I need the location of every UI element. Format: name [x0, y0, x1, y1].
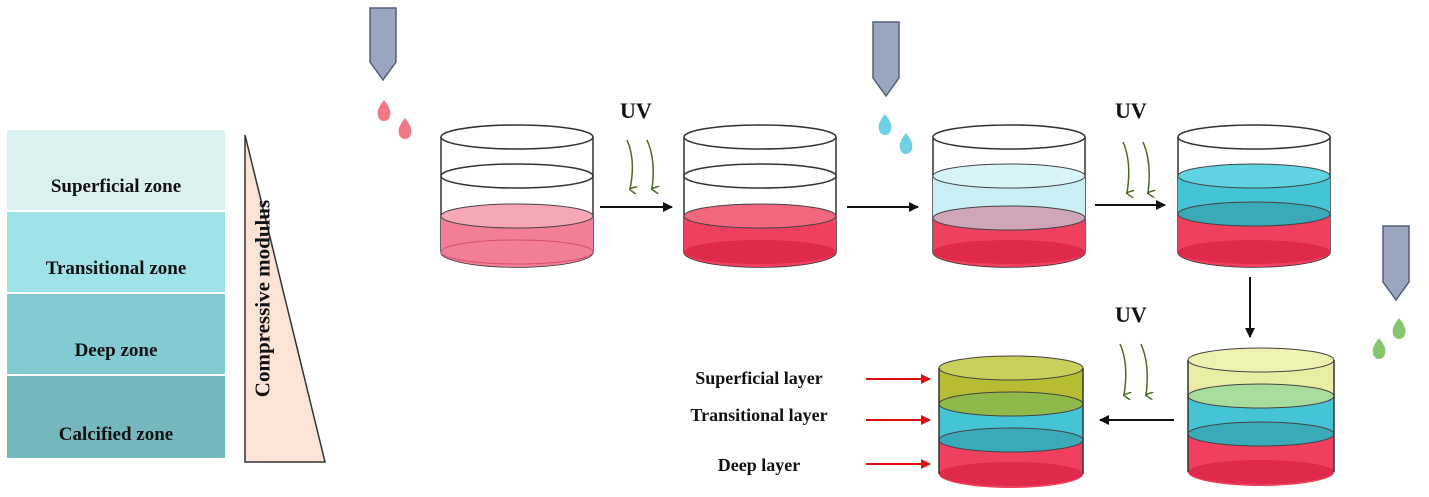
superficial-layer-label: Superficial layer: [695, 368, 823, 388]
uv-label: UV: [620, 98, 652, 123]
cyan-droplet-icon: [878, 114, 913, 154]
uv-label: UV: [1115, 302, 1147, 327]
modulus-gradient-triangle: [244, 134, 326, 463]
uv-label: UV: [1115, 98, 1147, 123]
uv-rays-icon: [1119, 343, 1147, 395]
dish-4: [1177, 124, 1331, 268]
zone-superficial: Superficial zone: [7, 130, 225, 212]
uv-rays-icon: [1122, 141, 1149, 193]
zone-calcified: Calcified zone: [7, 376, 225, 458]
nozzle-icon: [369, 7, 397, 82]
deep-layer-label: Deep layer: [717, 455, 801, 475]
dish-2: [683, 124, 837, 268]
dish-5: [1187, 347, 1335, 486]
zone-transitional-label: Transitional zone: [45, 258, 187, 279]
zone-superficial-label: Superficial zone: [50, 176, 182, 197]
nozzle-icon: [872, 21, 900, 98]
uv-rays-icon: [626, 139, 653, 189]
zone-transitional: Transitional zone: [7, 212, 225, 294]
dish-3: [932, 124, 1086, 268]
dish-1: [440, 124, 594, 268]
zone-deep-label: Deep zone: [74, 340, 158, 361]
compressive-modulus-text: Compressive modulus: [250, 199, 275, 398]
zone-deep: Deep zone: [7, 294, 225, 376]
green-droplet-icon: [1372, 318, 1406, 359]
pink-droplet-icon: [377, 100, 412, 139]
zone-calcified-label: Calcified zone: [58, 424, 174, 445]
transitional-layer-label: Transitional layer: [690, 405, 828, 425]
nozzle-icon: [1382, 225, 1410, 302]
dish-6-final-construct: [938, 355, 1084, 488]
